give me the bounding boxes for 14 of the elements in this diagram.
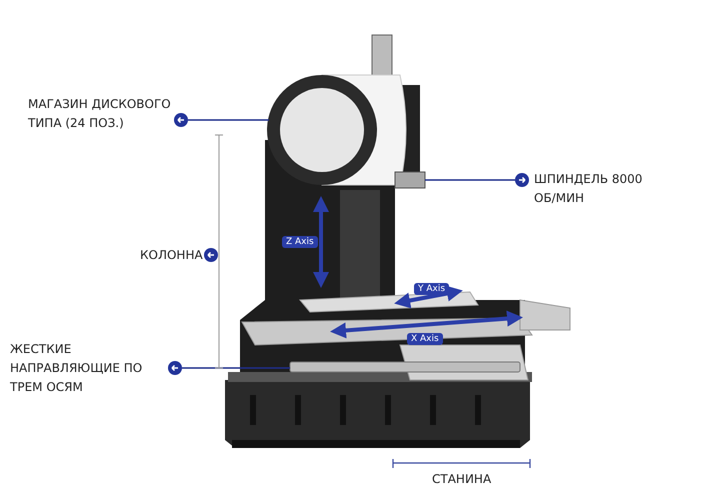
- part-label: КОЛОННА: [140, 247, 203, 264]
- axis-label: Y Axis: [414, 283, 450, 295]
- guide-rail-drawing: [290, 362, 520, 372]
- tool-magazine-drawing: [267, 75, 377, 185]
- leader-line: [188, 119, 269, 121]
- callout-text: ЖЕСТКИЕ НАПРАВЛЯЮЩИЕ ПО ТРЕМ ОСЯМ: [10, 340, 170, 397]
- spindle-drawing: [394, 172, 426, 188]
- leader-line: [425, 179, 515, 181]
- axis-label: X Axis: [407, 333, 443, 345]
- part-label: СТАНИНА: [432, 471, 492, 488]
- axis-label: Z Axis: [282, 236, 318, 248]
- leader-line: [182, 367, 290, 369]
- callout-text: МАГАЗИН ДИСКОВОГО ТИПА (24 ПОЗ.): [28, 95, 203, 133]
- callout-text: ШПИНДЕЛЬ 8000 ОБ/МИН: [534, 170, 654, 208]
